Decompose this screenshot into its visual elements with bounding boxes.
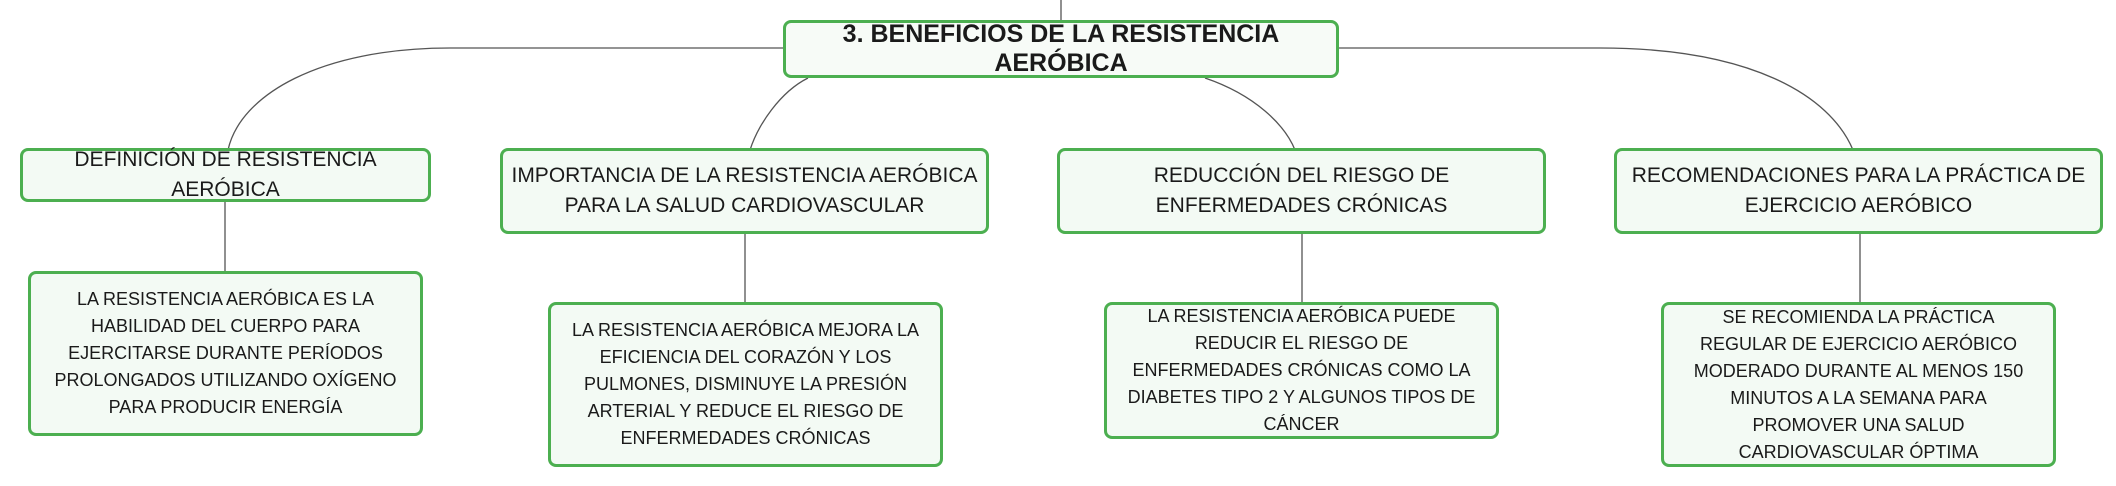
connector-root-topic-2 bbox=[749, 77, 809, 151]
root-topic[interactable]: 3. BENEFICIOS DE LA RESISTENCIA AERÓBICA bbox=[783, 20, 1339, 78]
topic-label: REDUCCIÓN DEL RIESGO DE ENFERMEDADES CRÓ… bbox=[1153, 164, 1450, 217]
connector-root-topic-1 bbox=[227, 47, 787, 151]
connector-root-topic-3 bbox=[1204, 77, 1296, 151]
root-topic-label: 3. BENEFICIOS DE LA RESISTENCIA AERÓBICA bbox=[842, 20, 1280, 77]
topic-label: IMPORTANCIA DE LA RESISTENCIA AERÓBICA P… bbox=[511, 164, 978, 217]
detail-importancia[interactable]: LA RESISTENCIA AERÓBICA MEJORA LA EFICIE… bbox=[548, 302, 943, 467]
detail-text: SE RECOMIENDA LA PRÁCTICA REGULAR DE EJE… bbox=[1693, 306, 2024, 462]
topic-recomendaciones[interactable]: RECOMENDACIONES PARA LA PRÁCTICA DE EJER… bbox=[1614, 148, 2103, 234]
detail-text: LA RESISTENCIA AERÓBICA PUEDE REDUCIR EL… bbox=[1127, 306, 1476, 434]
detail-text: LA RESISTENCIA AERÓBICA MEJORA LA EFICIE… bbox=[571, 320, 920, 448]
topic-importancia[interactable]: IMPORTANCIA DE LA RESISTENCIA AERÓBICA P… bbox=[500, 148, 989, 234]
detail-reduccion[interactable]: LA RESISTENCIA AERÓBICA PUEDE REDUCIR EL… bbox=[1104, 302, 1499, 439]
detail-text: LA RESISTENCIA AERÓBICA ES LA HABILIDAD … bbox=[54, 289, 397, 417]
detail-definicion[interactable]: LA RESISTENCIA AERÓBICA ES LA HABILIDAD … bbox=[28, 271, 423, 436]
topic-definicion[interactable]: DEFINICIÓN DE RESISTENCIA AERÓBICA bbox=[20, 148, 431, 202]
topic-reduccion[interactable]: REDUCCIÓN DEL RIESGO DE ENFERMEDADES CRÓ… bbox=[1057, 148, 1546, 234]
connector-root-topic-4 bbox=[1336, 47, 1854, 151]
topic-label: RECOMENDACIONES PARA LA PRÁCTICA DE EJER… bbox=[1631, 164, 2086, 217]
topic-label: DEFINICIÓN DE RESISTENCIA AERÓBICA bbox=[74, 148, 377, 201]
detail-recomendaciones[interactable]: SE RECOMIENDA LA PRÁCTICA REGULAR DE EJE… bbox=[1661, 302, 2056, 467]
